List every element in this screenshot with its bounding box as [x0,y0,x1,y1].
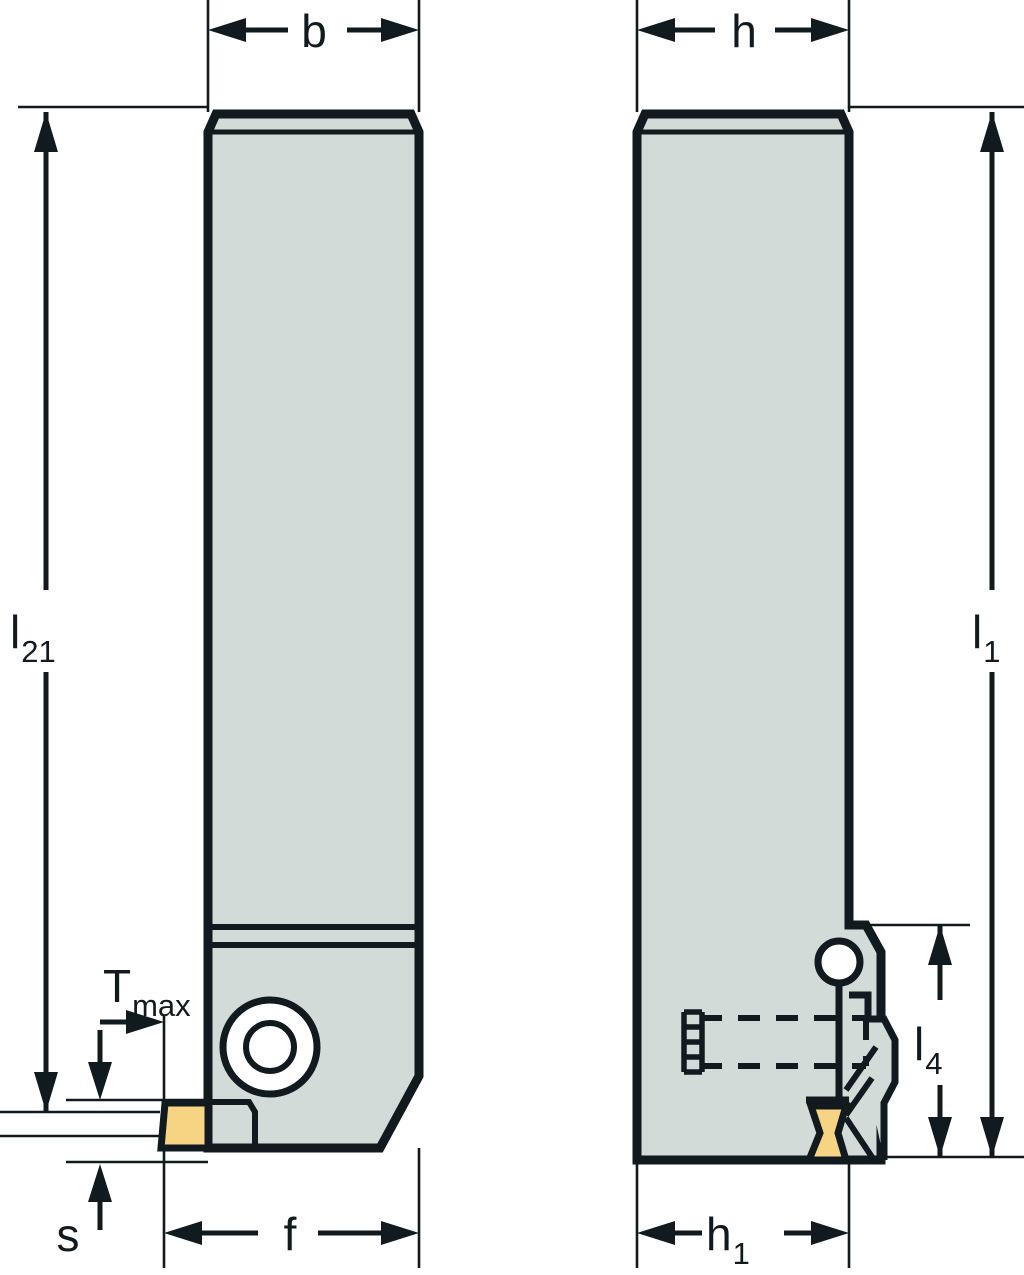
dim-l1-arrow-bottom [980,1117,1004,1157]
dim-l4-arrow-top [928,925,952,965]
thread-symbol-icon [681,1009,705,1075]
dim-l21-arrow-top [34,112,58,152]
coolant-pin-head-circle [814,937,864,987]
dim-f-label: f [284,1208,297,1260]
dimension-b: b [208,5,419,57]
insert-clamp-detail-side [843,1045,879,1162]
dim-l4-arrow-bottom [928,1117,952,1157]
dimension-s: s [57,1164,112,1261]
dimension-l1: l1 [972,112,1004,1157]
dim-h-arrow-right [811,18,849,42]
dimension-h: h [637,5,849,57]
dim-b-label: b [301,5,327,57]
dim-h1-arrow-right [811,1221,849,1245]
dim-l1-label: l1 [972,606,1000,669]
dim-b-arrow-right [381,18,419,42]
shank-body-side [632,109,886,1165]
dim-l21-arrow-bottom [34,1072,58,1112]
clamp-line-c [843,1116,877,1162]
shank-body-front [203,109,424,1153]
dim-l4-label: l4 [914,1018,942,1081]
dim-s-arrow [88,1164,112,1202]
side-view: h l1 [632,0,1024,1271]
dim-h1-label: h1 [706,1208,750,1271]
clamp-line-b [843,1076,875,1117]
dim-b-arrow-left [208,18,246,42]
dim-tmax-arrow [126,1010,164,1034]
front-view: b l21 Tmax [0,0,424,1268]
dim-f-arrow-right [381,1221,419,1245]
dim-tmax-drop-arrow [88,1062,112,1100]
cutting-insert-side [803,1102,851,1164]
dimension-tmax: Tmax [88,960,191,1100]
dimension-h1: h1 [637,1208,849,1271]
dim-l21-label: l21 [10,606,56,669]
clamp-line-a [843,1045,879,1092]
dim-l1-arrow-top [980,112,1004,152]
cutting-head-profile-side [849,991,899,1160]
dim-f-arrow-left [164,1221,202,1245]
dimension-f: f [164,1208,419,1260]
dimension-l4: l4 [914,925,952,1157]
dimension-l21: l21 [10,112,58,1112]
screw-inner-circle [243,1020,297,1074]
clamping-screw-head-front [219,996,321,1098]
dim-h1-arrow-left [637,1221,675,1245]
side-view-extension-lines [635,0,1024,1268]
insert-seat-front [208,1099,258,1148]
dim-s-label: s [57,1209,80,1261]
dim-h-arrow-left [637,18,675,42]
cutting-insert-front [157,1099,212,1152]
dim-h-label: h [731,5,757,57]
